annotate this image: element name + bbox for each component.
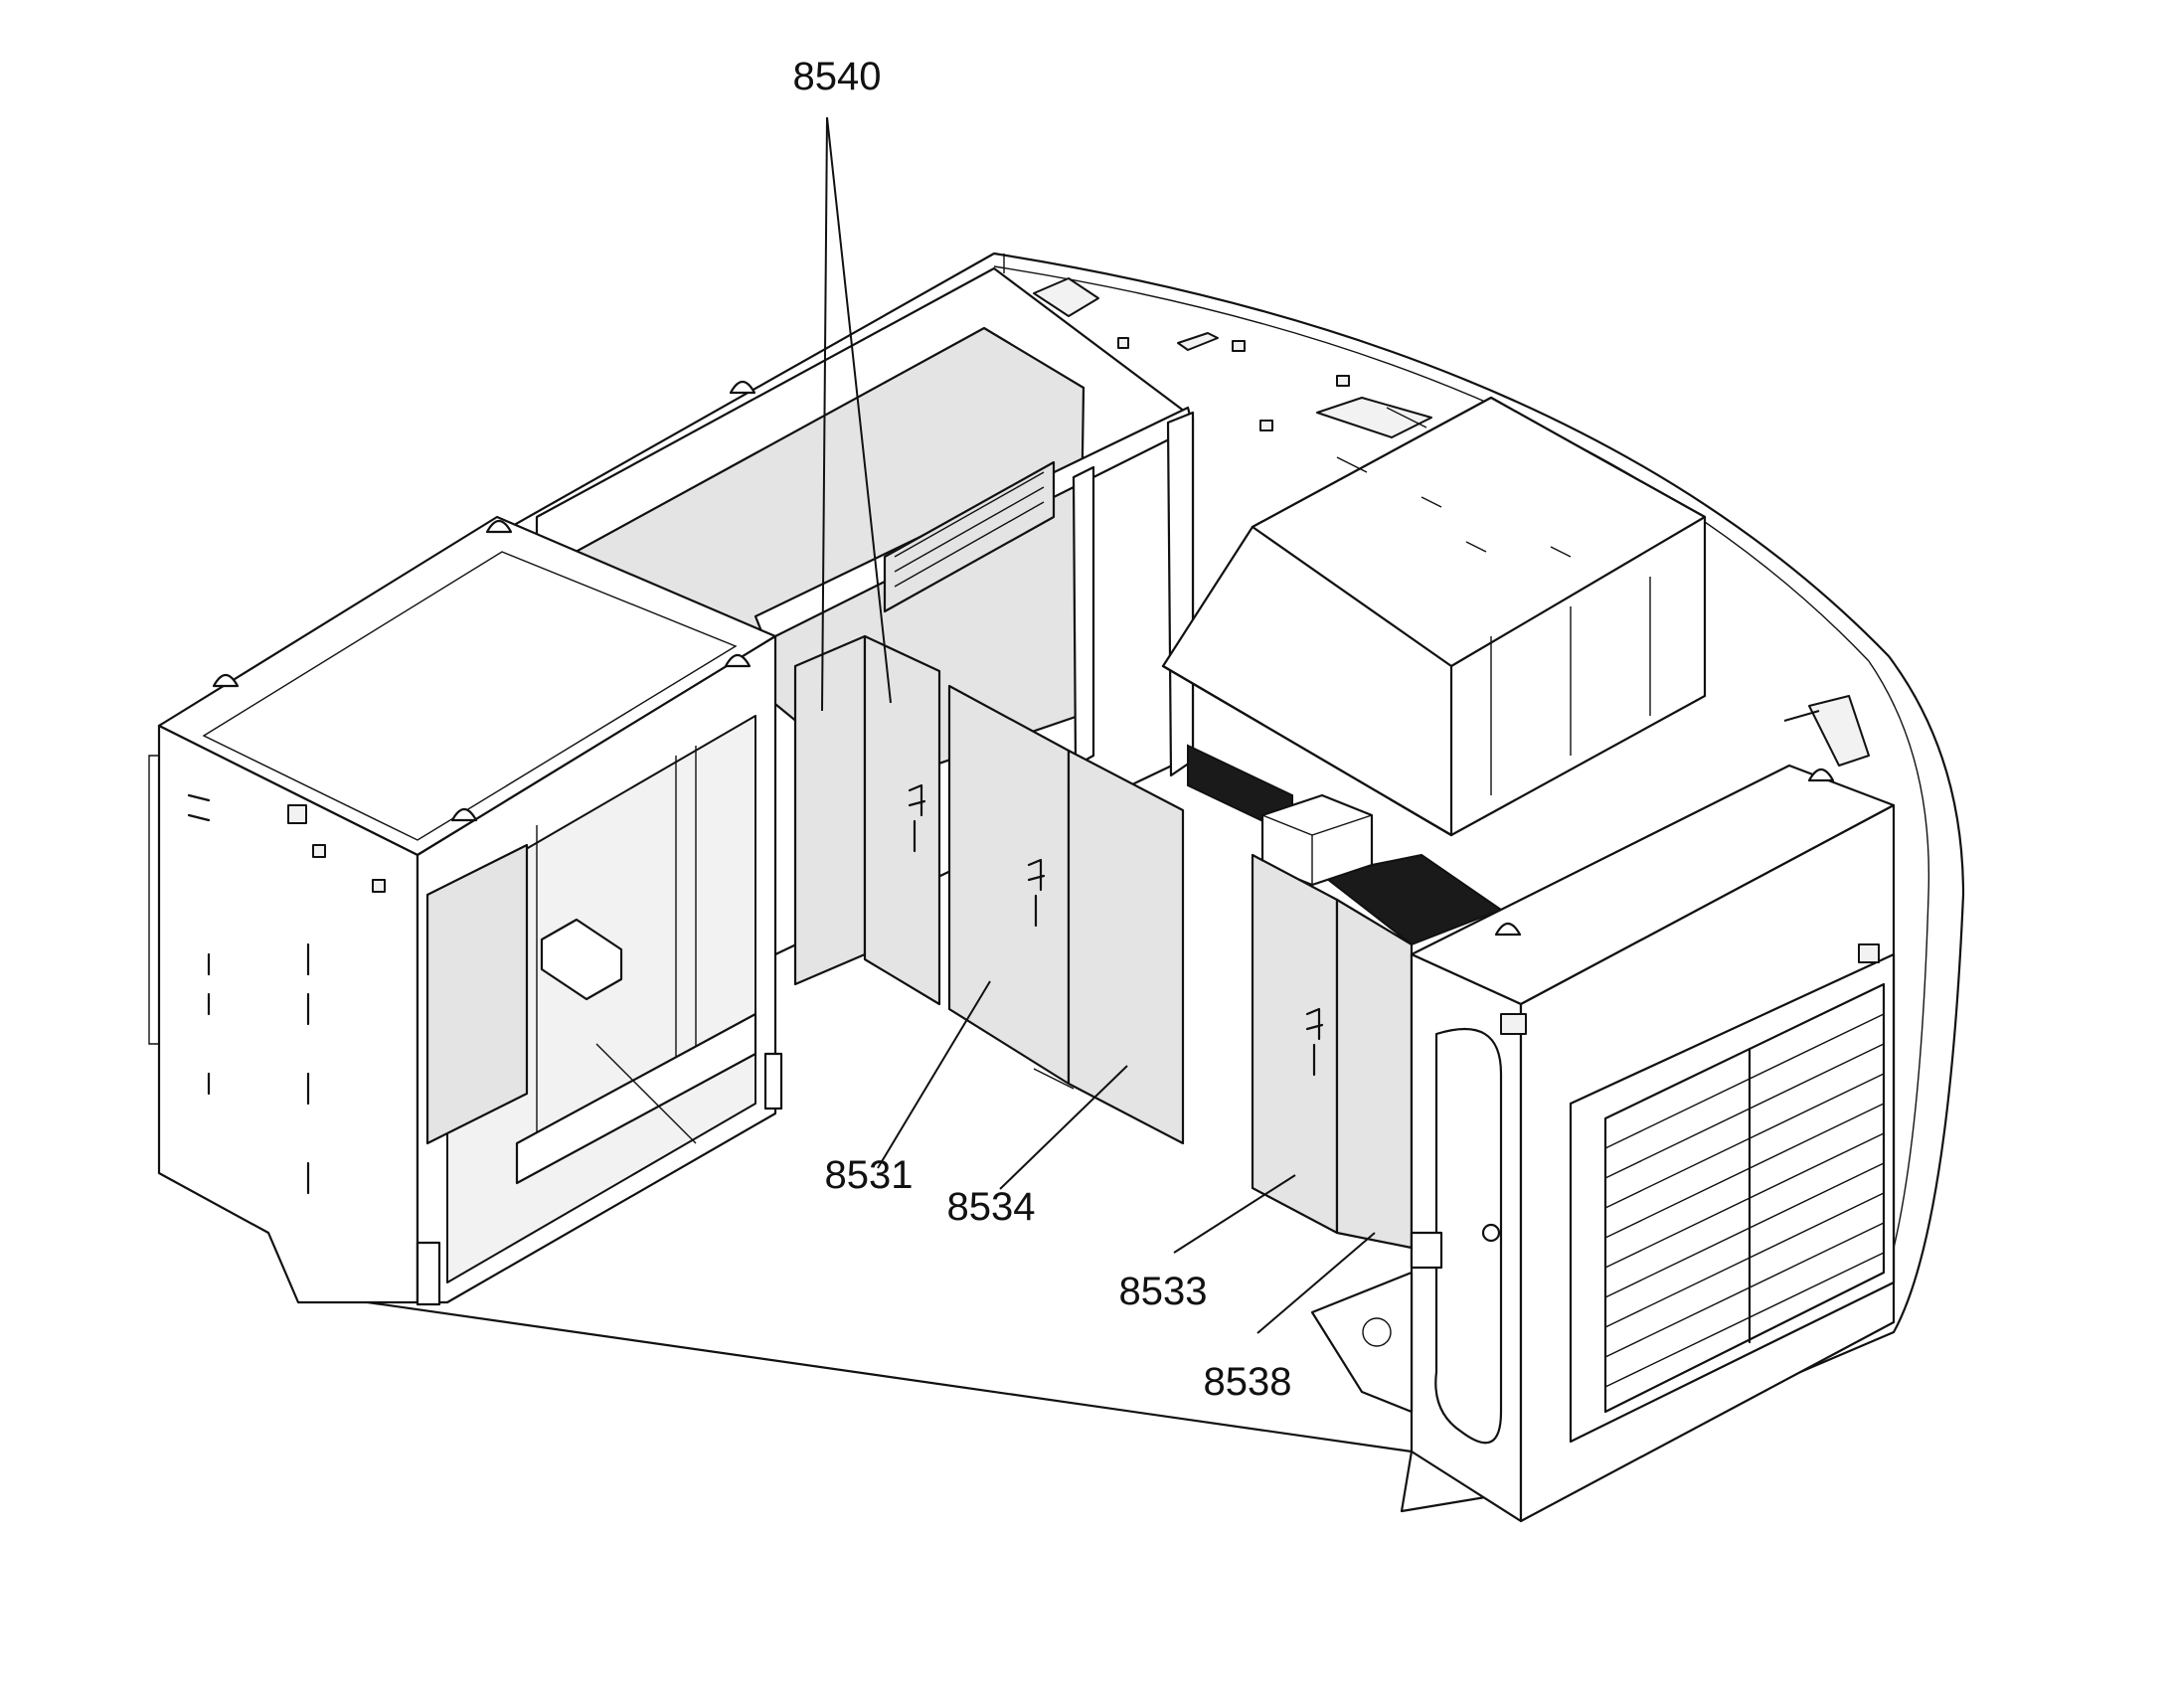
roof-hatch <box>1316 397 1432 438</box>
callout-8531: 8531 <box>825 1153 914 1197</box>
roof-bracket <box>1177 332 1219 351</box>
roof-bracket-right <box>1808 695 1870 767</box>
leader-8540-a <box>821 116 828 712</box>
panel-8538 <box>1335 898 1414 1250</box>
door-8540-left <box>793 634 867 986</box>
callout-labels: 8540 8531 8534 8533 8538 <box>793 55 1292 1404</box>
center-post <box>1166 411 1195 777</box>
callout-8534: 8534 <box>947 1185 1036 1229</box>
louver-slats <box>1604 1013 1885 1388</box>
lifting-lug <box>450 807 478 822</box>
lifting-lug <box>485 519 513 534</box>
base-plate <box>1310 1271 1414 1414</box>
callout-8538: 8538 <box>1204 1360 1292 1404</box>
left-inner-bracket <box>540 918 623 1001</box>
door-8534 <box>1067 749 1185 1145</box>
callout-8540: 8540 <box>793 55 882 98</box>
left-post-mid <box>763 1052 783 1110</box>
roof-plate <box>1033 277 1099 317</box>
left-cabinet <box>148 380 783 1306</box>
latch-plate <box>1410 1231 1443 1270</box>
lifting-lug <box>724 653 752 668</box>
leader-8531 <box>877 980 991 1169</box>
housing-top <box>1251 396 1707 668</box>
lifting-lug <box>729 380 756 395</box>
leader-8533 <box>1173 1174 1296 1254</box>
door-8540-right <box>863 634 941 1006</box>
leader-8534 <box>999 1065 1128 1190</box>
callout-8533: 8533 <box>1119 1270 1208 1313</box>
panel-lock <box>1481 1223 1501 1243</box>
right-cabinet <box>1310 764 1896 1523</box>
door-handle <box>1027 858 1046 928</box>
lifting-lug <box>1807 768 1835 782</box>
center-doors <box>793 634 1414 1250</box>
top-housing <box>1161 396 1707 837</box>
left-cabinet-inner-wall <box>425 843 529 1145</box>
left-post-front <box>416 1241 441 1306</box>
oval-access-panel <box>1434 1027 1503 1445</box>
door-handle <box>908 783 926 853</box>
lifting-lug <box>1494 922 1522 937</box>
back-radiator <box>883 460 1056 613</box>
leader-8540-b <box>826 116 892 704</box>
door-handle <box>1305 1007 1324 1077</box>
leader-8538 <box>1256 1232 1376 1334</box>
leader-lines <box>821 116 1376 1334</box>
lifting-lug <box>212 673 240 688</box>
